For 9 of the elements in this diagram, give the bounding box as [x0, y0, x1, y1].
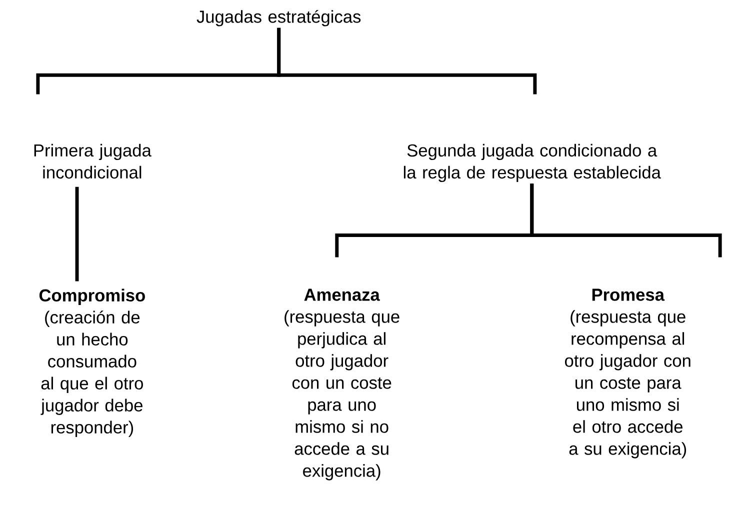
node-label: Segunda jugada condicionado a la regla de respuesta establecida: [404, 144, 661, 182]
outcome-label: Promesa (respuesta que recompensa al otro jugador con un coste para uno mismo si el otro accede a su exigencia): [565, 288, 690, 458]
connector-line: [530, 184, 722, 258]
node-label: Primera jugada incondicional: [34, 144, 152, 178]
connector-line: [277, 28, 537, 94]
connector-line: [75, 186, 79, 282]
node-label: Jugadas estratégicas: [196, 10, 361, 26]
outcome-label: Amenaza (respuesta que perjudica al otro jugador con un coste para uno mismo si no accede a su exigencia): [284, 288, 400, 480]
outcome-label: Compromiso (creación de un hecho consumado al que el otro jugador debe responder): [39, 288, 145, 437]
